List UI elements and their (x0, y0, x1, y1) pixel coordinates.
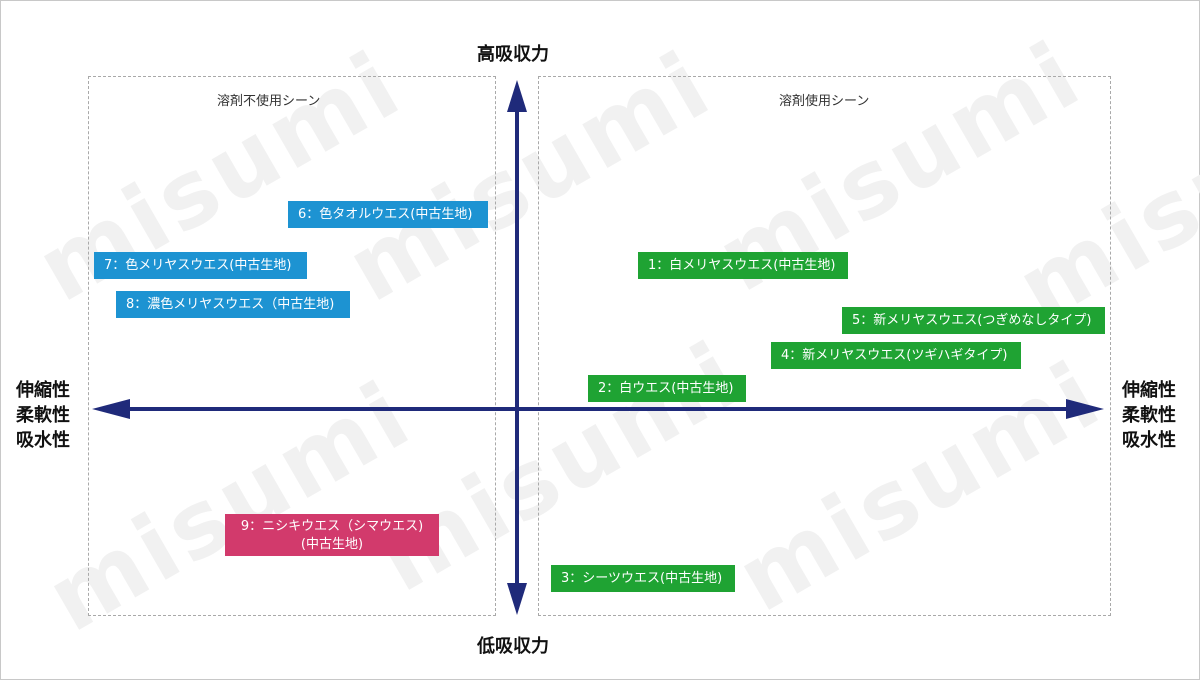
axis-label-bottom: 低吸収力 (477, 636, 549, 657)
item-5-label: 5：新メリヤスウエス(つぎめなしタイプ) (842, 307, 1105, 334)
item-1-label: 1：白メリヤスウエス(中古生地) (638, 252, 848, 279)
arrow-right-icon (1066, 399, 1104, 419)
item-8-label: 8：濃色メリヤスウエス（中古生地) (116, 291, 350, 318)
item-3-label: 3：シーツウエス(中古生地) (551, 565, 735, 592)
axis-label-right-line: 柔軟性 (1122, 405, 1176, 426)
scene-label-right: 溶剤使用シーン (779, 94, 870, 109)
scene-label-left: 溶剤不使用シーン (217, 94, 321, 109)
axis-label-left-line: 吸水性 (16, 430, 70, 451)
item-9-label-line2: (中古生地) (300, 537, 364, 552)
quadrant-right (538, 76, 1111, 616)
item-6-label: 6：色タオルウエス(中古生地) (288, 201, 488, 228)
axis-label-right-line: 伸縮性 (1122, 380, 1176, 401)
axis-label-left-line: 伸縮性 (16, 380, 70, 401)
item-4-label: 4：新メリヤスウエス(ツギハギタイプ) (771, 342, 1021, 369)
axis-label-right: 伸縮性 柔軟性 吸水性 (1122, 378, 1176, 453)
axis-label-left-line: 柔軟性 (16, 405, 70, 426)
item-2-label: 2：白ウエス(中古生地) (588, 375, 746, 402)
axis-label-right-line: 吸水性 (1122, 430, 1176, 451)
item-7-label: 7：色メリヤスウエス(中古生地) (94, 252, 307, 279)
item-9-label: 9：ニシキウエス（シマウエス) (中古生地) (225, 514, 439, 556)
arrow-up-icon (507, 80, 527, 112)
quadrant-left (88, 76, 496, 616)
axis-label-left: 伸縮性 柔軟性 吸水性 (16, 378, 70, 453)
item-9-label-line1: 9：ニシキウエス（シマウエス) (240, 519, 424, 534)
arrow-left-icon (92, 399, 130, 419)
axis-label-top: 高吸収力 (477, 44, 549, 65)
arrow-down-icon (507, 583, 527, 615)
